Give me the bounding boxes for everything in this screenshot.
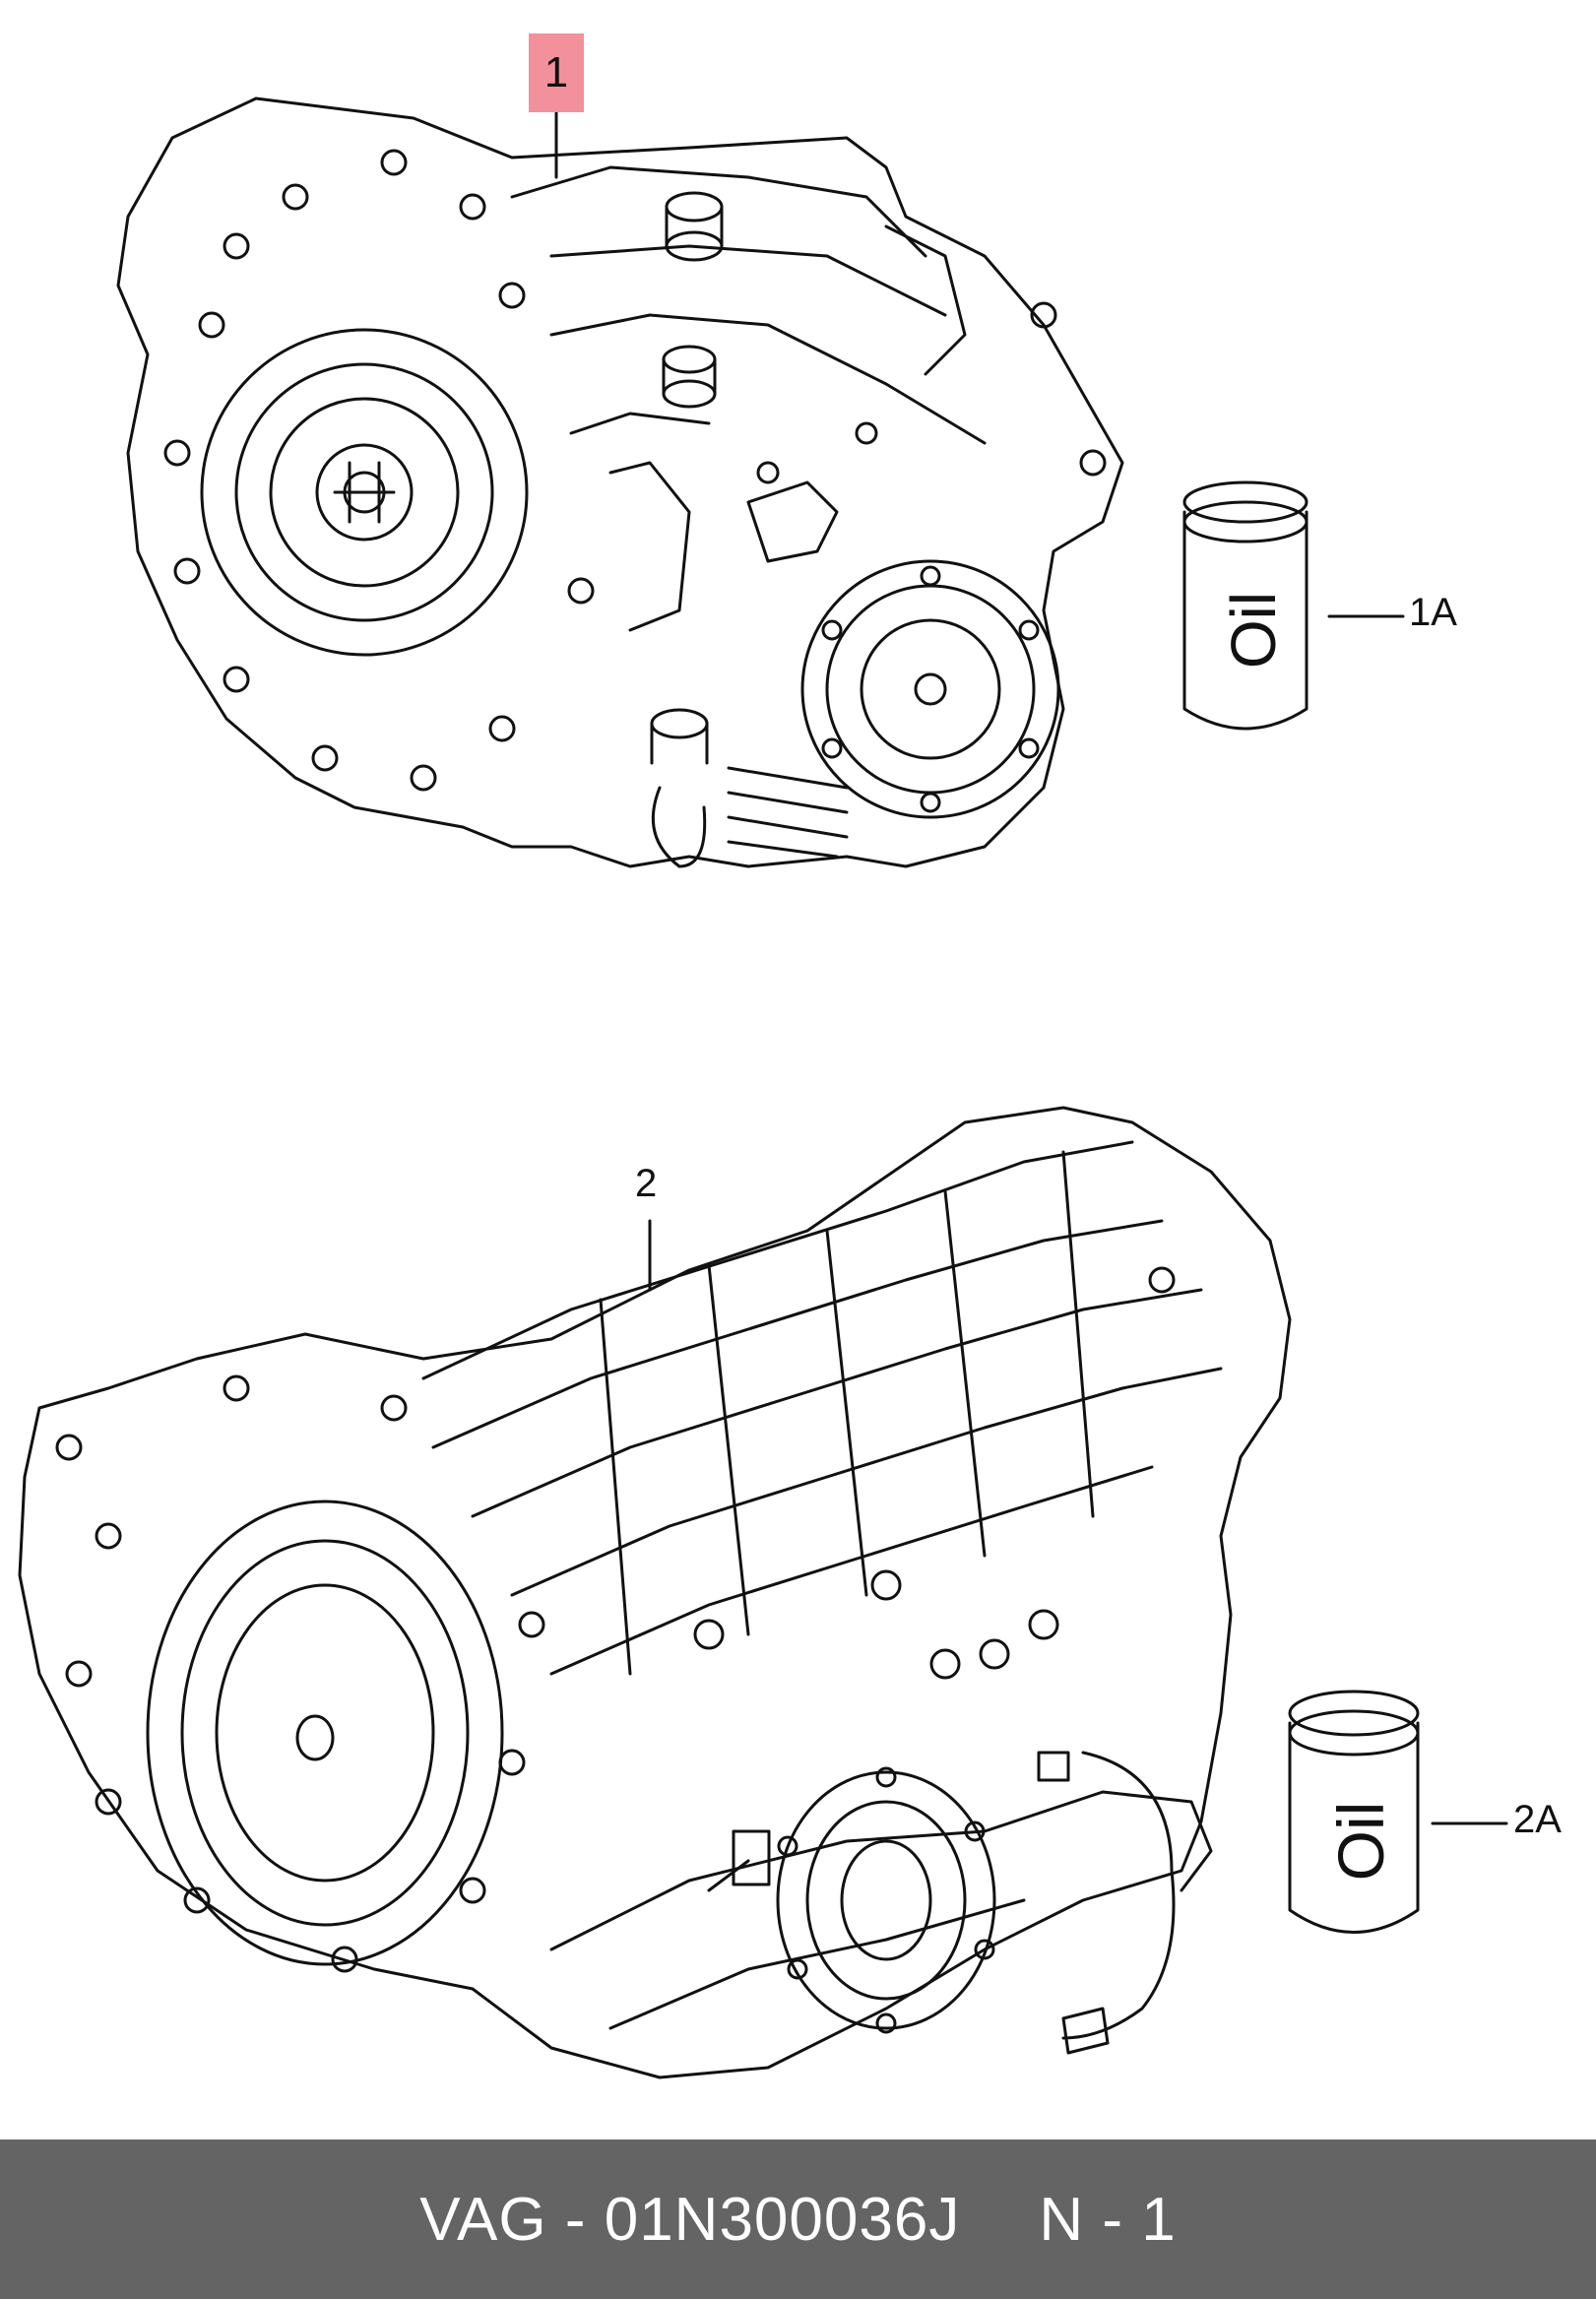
manual-gearbox-illustration xyxy=(116,96,1124,868)
callout-1a-label: 1A xyxy=(1409,591,1457,634)
callout-2-label: 2 xyxy=(635,1162,658,1205)
oil-can-1a-text: Oil xyxy=(1218,592,1289,669)
automatic-transmission-illustration xyxy=(18,1106,1292,2079)
footer-page: N - 1 xyxy=(1039,2185,1177,2254)
oil-can-2a-text: Oil xyxy=(1324,1802,1397,1882)
oil-can-1a: Oil xyxy=(1182,480,1405,731)
footer-bar: VAG - 01N300036J N - 1 xyxy=(0,2139,1596,2299)
oil-can-2a: Oil xyxy=(1288,1690,1508,1934)
callout-1-label: 1 xyxy=(529,33,584,112)
parts-diagram: Oil xyxy=(18,96,1508,2079)
footer-part-number: VAG - 01N300036J xyxy=(419,2185,961,2254)
callout-2a-label: 2A xyxy=(1513,1798,1562,1841)
